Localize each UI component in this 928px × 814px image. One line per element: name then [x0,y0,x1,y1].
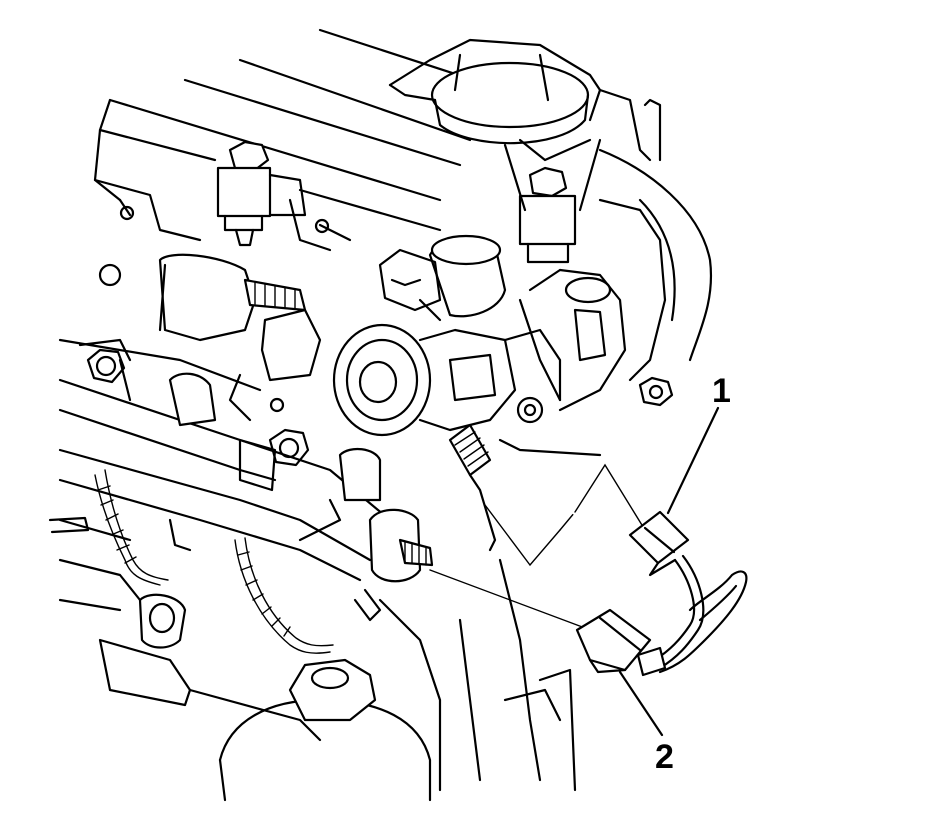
bolt-upper-left [216,140,307,247]
fitting-nut-1 [628,510,690,577]
bolt-upper-right [503,138,602,264]
pump-outlet-fitting [448,423,497,552]
timing-cover [518,148,712,412]
intake-section [58,253,322,422]
lower-engine-block [48,448,577,792]
fitting-nut-2 [575,608,652,674]
callout-2-leader [618,670,664,737]
fuel-feed-pipe [636,554,748,677]
high-pressure-fuel-pump [332,234,602,457]
bolt-right [638,376,674,407]
cylinder-head-outline [93,28,522,252]
crankshaft-damper-bolt [218,658,432,802]
bolt-left-1 [86,348,132,402]
callout-2-label: 2 [655,738,674,776]
fuel-rail [58,372,434,583]
assembly-centerline [429,463,646,629]
wire-harness [94,469,382,654]
callout-1-label: 1 [712,372,731,410]
oil-filler-cap [388,38,662,162]
callout-1-leader [666,406,720,515]
